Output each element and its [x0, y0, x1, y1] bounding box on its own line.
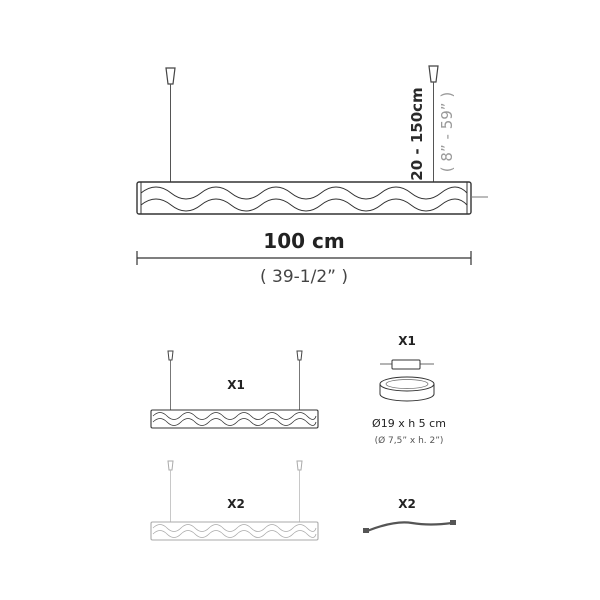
driver-illustration: X1 Ø19 x h 5 cm (Ø 7,5” x h. 2”): [372, 334, 446, 446]
driver-dimensions-imperial: (Ø 7,5” x h. 2”): [375, 435, 444, 446]
driver-dimensions-metric: Ø19 x h 5 cm: [372, 417, 446, 430]
drop-metric: 20 - 150cm: [408, 87, 426, 180]
length-imperial: ( 39-1/2” ): [260, 267, 348, 287]
left-ceiling-canopy: [165, 67, 176, 85]
lamp-x1-wave-top: [152, 412, 317, 420]
lamp-x2-quantity: X2: [227, 497, 245, 511]
cable-illustration: X2: [363, 497, 456, 533]
driver-quantity: X1: [398, 334, 416, 348]
driver-canopy-inner: [385, 379, 429, 389]
length-metric: 100 cm: [263, 229, 344, 253]
lamp-x2-right-canopy: [296, 460, 303, 471]
connection-cable: [366, 521, 453, 533]
driver-box: [391, 359, 421, 370]
lamp-x1-right-canopy: [296, 350, 303, 361]
lamp-x2-left-canopy: [167, 460, 174, 471]
right-ceiling-canopy: [428, 65, 439, 83]
cable-connector-left: [363, 528, 369, 533]
lamp-x2-wave-top: [152, 524, 317, 532]
lamp-wave-top: [140, 186, 468, 200]
drop-imperial: ( 8” - 59” ): [438, 92, 456, 172]
cable-connector-right: [450, 520, 456, 525]
driver-canopy-top: [379, 376, 435, 392]
main-lamp: 100 cm ( 39-1/2” ) 20 - 150cm ( 8” - 59”…: [136, 65, 488, 287]
lamp-x1-quantity: X1: [227, 378, 245, 392]
cable-quantity: X2: [398, 497, 416, 511]
lamp-x2-illustration: X2: [150, 460, 319, 541]
lamp-x2-wave-bottom: [152, 530, 317, 538]
lamp-x1-wave-bottom: [152, 418, 317, 426]
lamp-x1-left-canopy: [167, 350, 174, 361]
lamp-body: [136, 181, 472, 215]
lamp-x1-illustration: X1: [150, 350, 319, 429]
lamp-wave-bottom: [140, 198, 468, 212]
